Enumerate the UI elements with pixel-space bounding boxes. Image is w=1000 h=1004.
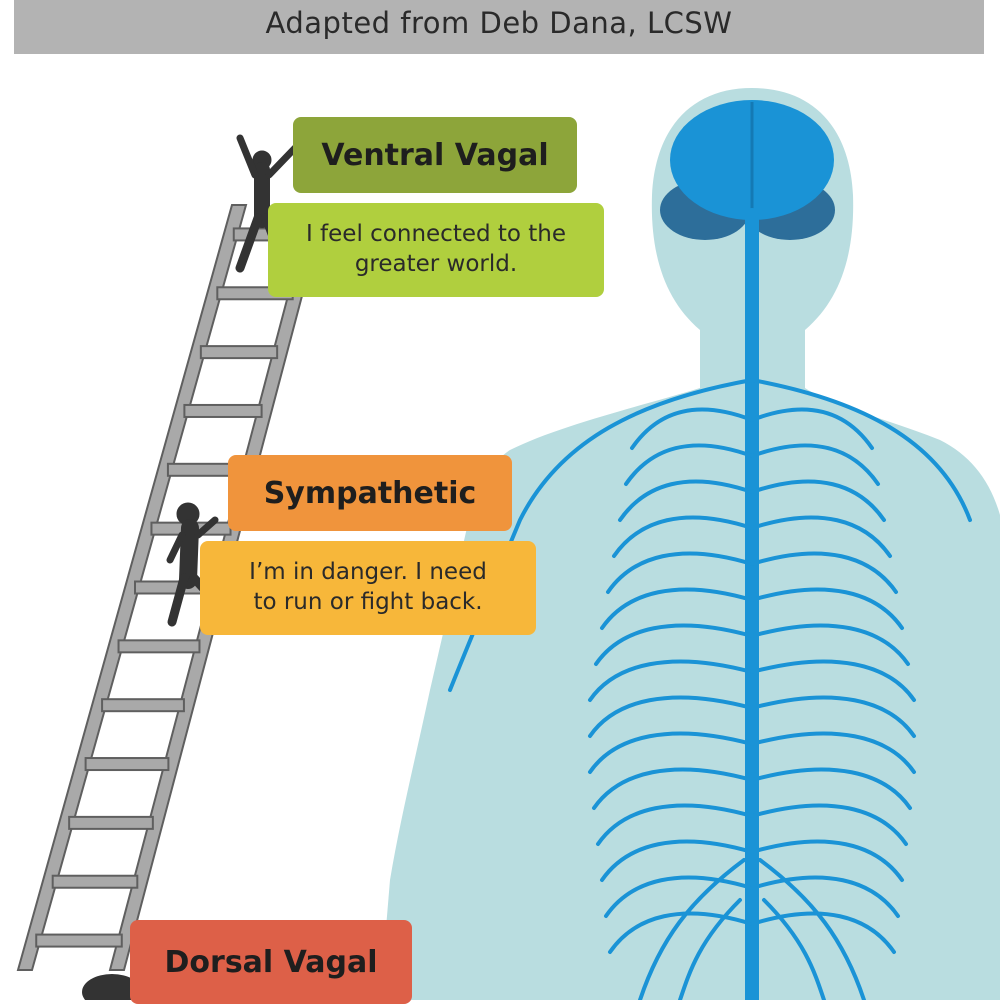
brain-icon	[660, 100, 835, 240]
nerve-branch	[592, 767, 754, 810]
nerve-branch	[750, 587, 904, 630]
nerve-branch	[630, 407, 754, 450]
nerve-branch	[750, 515, 892, 558]
nerve-branch	[750, 551, 898, 594]
ladder-rung	[199, 345, 279, 360]
ladder-rung	[35, 933, 123, 948]
ladder-rung	[183, 403, 263, 418]
bottom-climber-figure	[82, 974, 142, 1000]
nerve-branch	[588, 659, 754, 702]
leg-nerve	[678, 898, 742, 1000]
header-subtitle: Adapted from Deb Dana, LCSW	[265, 6, 733, 40]
nerve-branch	[750, 443, 880, 486]
nerve-branch	[618, 479, 754, 522]
nerve-branch	[612, 515, 754, 558]
nerve-branch	[624, 443, 754, 486]
sympathetic-description: I’m in danger. I need to run or fight ba…	[200, 541, 536, 635]
nerve-branch	[750, 767, 912, 810]
nerve-branch	[600, 839, 754, 882]
dorsal-vagal-title: Dorsal Vagal	[130, 920, 412, 1004]
ventral-vagal-title: Ventral Vagal	[293, 117, 577, 193]
nerve-branch	[750, 695, 916, 738]
leg-nerve	[758, 858, 866, 1000]
header-bar: Adapted from Deb Dana, LCSW	[14, 0, 984, 54]
ladder-rung	[101, 698, 185, 713]
nerve-branch	[588, 731, 754, 774]
nerve-branch	[606, 551, 754, 594]
leg-nerve	[762, 898, 826, 1000]
arm-nerve	[750, 378, 972, 522]
nerve-branch	[594, 623, 754, 666]
nerve-branch	[750, 623, 910, 666]
sympathetic-line-1: I’m in danger. I need	[249, 559, 487, 586]
ladder-rung	[51, 874, 139, 889]
nerve-branch	[750, 407, 874, 450]
nerve-branch	[750, 911, 896, 954]
nerve-branch	[750, 875, 900, 918]
ladder-rung	[68, 815, 154, 830]
nerve-branch	[608, 911, 754, 954]
leg-nerve	[638, 858, 746, 1000]
ladder-rung	[117, 639, 201, 654]
nerve-branch	[588, 695, 754, 738]
nerve-branch	[750, 839, 904, 882]
nerve-branch	[750, 479, 886, 522]
nerve-branch	[604, 875, 754, 918]
ventral-vagal-line-1: I feel connected to the	[305, 221, 567, 248]
ventral-vagal-description: I feel connected to the greater world.	[268, 203, 604, 297]
nerve-branch	[596, 803, 754, 846]
sympathetic-title: Sympathetic	[228, 455, 512, 531]
ventral-vagal-line-2: greater world.	[354, 251, 518, 277]
ladder-rail	[16, 204, 248, 971]
ladder-rung	[84, 757, 170, 772]
nerve-branch	[750, 659, 916, 702]
sympathetic-line-2: to run or fight back.	[253, 589, 483, 615]
nerve-branch	[750, 803, 908, 846]
nerve-branch	[600, 587, 754, 630]
nerve-branch	[750, 731, 916, 774]
